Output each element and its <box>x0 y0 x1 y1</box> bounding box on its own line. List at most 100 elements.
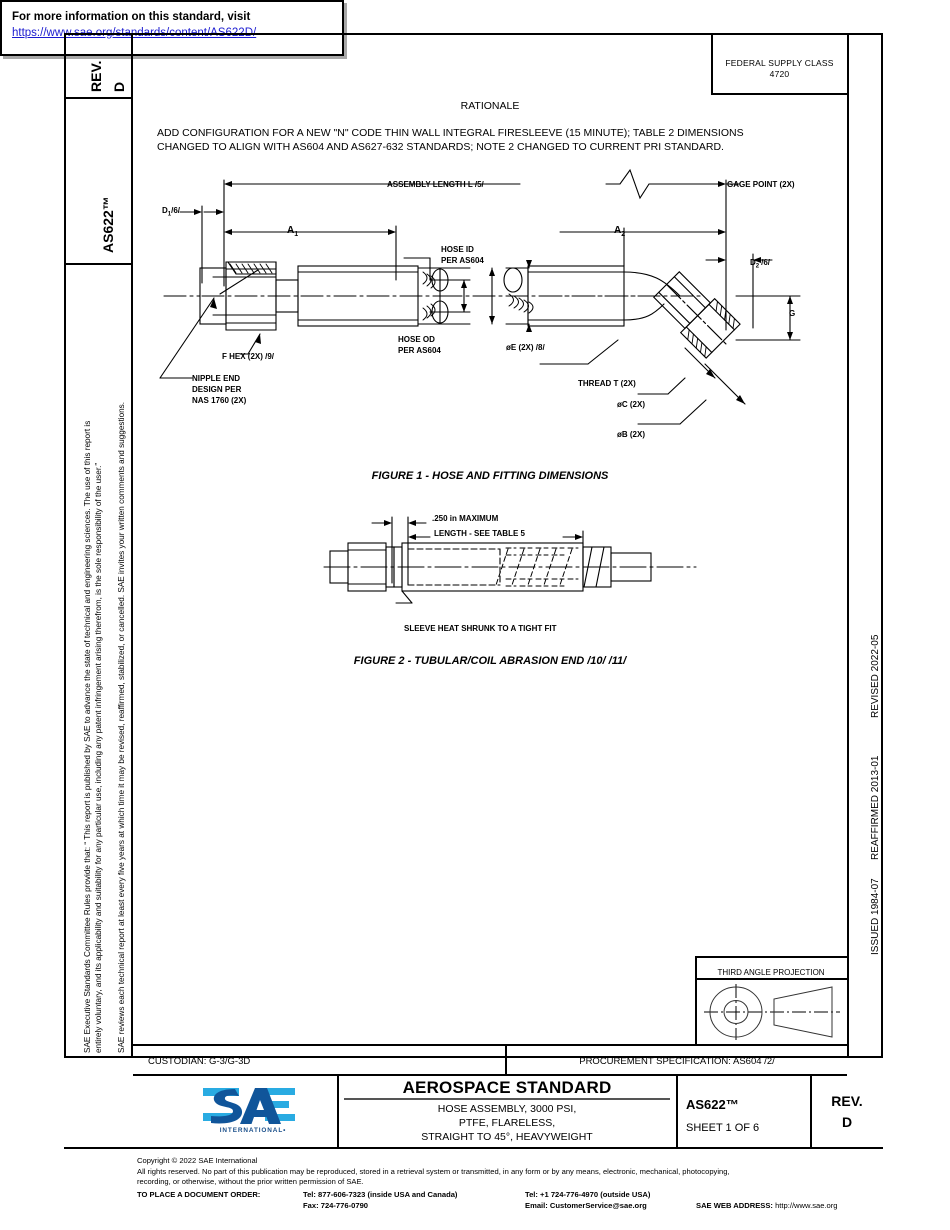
rationale-body-line-2: CHANGED TO ALIGN WITH AS604 AND AS627-63… <box>157 141 724 153</box>
fsc-box-left-line <box>711 33 713 95</box>
fsc-label: FEDERAL SUPPLY CLASS <box>711 53 848 71</box>
projection-symbol <box>700 981 844 1043</box>
header-doc-id-text: AS622™ <box>100 196 116 253</box>
revised-date: REVISED 2022-05 <box>870 635 881 718</box>
sheet-number-cell: SHEET 1 OF 6 <box>686 1118 759 1136</box>
reaffirmed-date-text: REAFFIRMED 2013-01 <box>870 755 881 860</box>
label-hose-od: HOSE OD PER AS604 <box>398 335 441 355</box>
figure-2-svg <box>323 516 697 604</box>
figure-2-caption-text: FIGURE 2 - TUBULAR/COIL ABRASION END /10… <box>353 655 627 667</box>
footer-fax: Fax: 724-776-0790 <box>303 1201 368 1211</box>
disclaimer-line-2: entirely voluntary, and its applicabilit… <box>94 263 103 1053</box>
sae-logo-subtext: INTERNATIONAL• <box>219 1127 287 1134</box>
reaffirmed-date: REAFFIRMED 2013-01 <box>870 756 881 860</box>
issued-date-text: ISSUED 1984-07 <box>870 878 881 955</box>
label-assembly-length: ASSEMBLY LENGTH L /5/ <box>387 180 484 189</box>
label-length-see-table-5: LENGTH - SEE TABLE 5 <box>434 529 525 538</box>
projection-box-divider <box>695 978 847 980</box>
label-250-maximum: .250 in MAXIMUM <box>432 514 499 523</box>
label-ob: øB (2X) <box>617 430 645 439</box>
label-f-hex: F HEX (2X) /9/ <box>222 352 275 361</box>
title-block-rev-label-text: REV. <box>831 1093 863 1109</box>
title-block-divider-2 <box>676 1076 678 1148</box>
fsc-value-text: 4720 <box>769 69 790 79</box>
revised-date-text: REVISED 2022-05 <box>870 634 881 718</box>
label-d2: D2/6/ <box>750 258 771 270</box>
title-block-divider-1 <box>337 1076 339 1148</box>
doc-number-cell: AS622™ <box>686 1096 739 1114</box>
footer-tel-outside: Tel: +1 724-776-4970 (outside USA) <box>525 1190 650 1200</box>
label-g: G <box>789 309 796 318</box>
sheet-border <box>64 33 883 1058</box>
more-information-box[interactable]: For more information on this standard, v… <box>0 0 344 56</box>
header-rev-label: REV. <box>88 61 106 92</box>
projection-label: THIRD ANGLE PROJECTION <box>695 962 847 980</box>
disclaimer-line-3-text: SAE reviews each technical report at lea… <box>117 401 126 1053</box>
aerospace-standard-title: AEROSPACE STANDARD <box>339 1078 675 1098</box>
fsc-label-text: FEDERAL SUPPLY CLASS <box>725 58 834 68</box>
label-a2: A2 <box>614 225 626 238</box>
footer-email: Email: CustomerService@sae.org <box>525 1201 647 1211</box>
title-block-rev-value: D <box>812 1114 882 1132</box>
docid-box-divider <box>64 263 133 265</box>
label-hose-id: HOSE ID PER AS604 <box>441 245 484 265</box>
footer-web: SAE WEB ADDRESS: http://www.sae.org <box>696 1201 838 1211</box>
figure-2-drawing <box>320 505 700 635</box>
projection-label-text: THIRD ANGLE PROJECTION <box>717 968 825 977</box>
sae-logo: INTERNATIONAL• <box>203 1086 303 1134</box>
rationale-body-line-1: ADD CONFIGURATION FOR A NEW "N" CODE THI… <box>157 127 744 139</box>
rationale-title: RATIONALE <box>133 96 847 114</box>
footer-rights: All rights reserved. No part of this pub… <box>137 1167 897 1186</box>
label-gage-point: GAGE POINT (2X) <box>727 180 795 189</box>
custodian-cell: CUSTODIAN: G-3/G-3D <box>148 1051 250 1069</box>
figure-1-caption-text: FIGURE 1 - HOSE AND FITTING DIMENSIONS <box>371 470 609 482</box>
disclaimer-line-1-text: SAE Executive Standards Committee Rules … <box>83 420 92 1053</box>
label-nipple-end: NIPPLE END DESIGN PER NAS 1760 (2X) <box>192 374 247 405</box>
footer-email-text: Email: CustomerService@sae.org <box>525 1201 647 1210</box>
figure-1-svg <box>159 168 801 425</box>
custodian-text: CUSTODIAN: G-3/G-3D <box>148 1056 251 1067</box>
footer-fax-text: Fax: 724-776-0790 <box>303 1201 369 1210</box>
disclaimer-line-3: SAE reviews each technical report at lea… <box>117 263 126 1053</box>
header-doc-id: AS622™ <box>100 196 118 253</box>
aerospace-standard-text: AEROSPACE STANDARD <box>402 1078 612 1097</box>
footer-copyright-text: Copyright © 2022 SAE International <box>137 1156 258 1165</box>
header-rev-value: D <box>111 82 129 92</box>
label-thread-t: THREAD T (2X) <box>578 379 636 388</box>
projection-box-top-line <box>695 956 847 958</box>
footer-copyright: Copyright © 2022 SAE International <box>137 1156 257 1166</box>
footer-order-label: TO PLACE A DOCUMENT ORDER: <box>137 1190 260 1200</box>
custodian-row-bottom-line <box>133 1074 847 1076</box>
footer-web-label: SAE WEB ADDRESS: <box>696 1201 773 1210</box>
title-block-bottom-line <box>64 1147 883 1149</box>
rationale-body: ADD CONFIGURATION FOR A NEW "N" CODE THI… <box>157 126 857 154</box>
fsc-box-bottom-line <box>711 93 848 95</box>
disclaimer-line-1: SAE Executive Standards Committee Rules … <box>83 263 92 1053</box>
figure-1-drawing <box>140 168 840 458</box>
aerospace-standard-underline <box>344 1098 670 1100</box>
issued-date: ISSUED 1984-07 <box>870 878 881 955</box>
label-d1: D1/6/ <box>162 206 181 218</box>
left-column-divider <box>131 33 133 1058</box>
custodian-row-top-line <box>133 1044 847 1046</box>
custodian-procurement-divider <box>505 1044 507 1076</box>
footer-tel-outside-text: Tel: +1 724-776-4970 (outside USA) <box>525 1190 651 1199</box>
title-block-description: HOSE ASSEMBLY, 3000 PSI, PTFE, FLARELESS… <box>339 1102 675 1144</box>
description-line-2: PTFE, FLARELESS, <box>458 1117 556 1129</box>
fsc-value: 4720 <box>711 64 848 82</box>
figure-1-caption: FIGURE 1 - HOSE AND FITTING DIMENSIONS <box>133 470 847 482</box>
title-block-divider-3 <box>810 1076 812 1148</box>
footer-tel-inside-text: Tel: 877-606-7323 (inside USA and Canada… <box>303 1190 458 1199</box>
doc-number-text: AS622™ <box>686 1097 739 1112</box>
right-column-divider <box>847 33 849 1058</box>
footer-rights-line-2: recording, or otherwise, without the pri… <box>137 1176 364 1186</box>
projection-box-left-line <box>695 956 697 1044</box>
rev-box-divider <box>64 97 133 99</box>
footer-order-label-text: TO PLACE A DOCUMENT ORDER: <box>137 1190 261 1199</box>
title-block-rev-value-text: D <box>841 1114 853 1130</box>
label-oc: øC (2X) <box>617 400 645 409</box>
procurement-text: PROCUREMENT SPECIFICATION: AS604 /2/ <box>579 1056 775 1067</box>
description-line-3: STRAIGHT TO 45°, HEAVYWEIGHT <box>421 1131 593 1143</box>
description-line-1: HOSE ASSEMBLY, 3000 PSI, <box>437 1103 577 1115</box>
header-rev-value-text: D <box>111 81 127 92</box>
